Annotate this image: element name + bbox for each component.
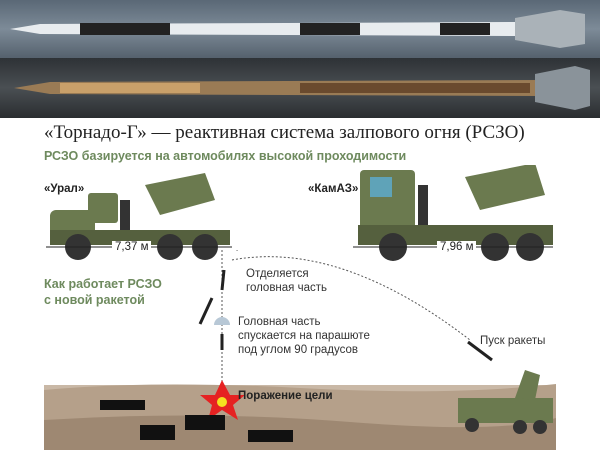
launch-label: Пуск ракеты [480,335,546,347]
rocket-exterior-icon [10,10,585,48]
how-line-1: Как работает РСЗО [44,277,162,291]
rocket-launch-icon [467,340,493,362]
impact-label: Поражение цели [238,390,333,402]
how-line-2: с новой ракетой [44,293,145,307]
parachute-line-2: спускается на парашюте [238,330,370,342]
rocket-cutaway-icon [14,66,590,110]
launcher-truck-icon [458,370,553,434]
vehicles-illustration [46,165,553,261]
truck-target-icon [185,415,225,430]
parachute-line-1: Головная часть [238,316,321,328]
separation-line-2: головная часть [246,282,327,294]
rocket-photo-cutaway [0,58,600,118]
kamaz-length: 7,96 м [437,241,477,253]
apc-icon [248,430,293,442]
parachute-label: Головная часть спускается на парашюте по… [238,315,370,357]
warhead-icon [220,269,226,291]
trajectory-path [231,256,471,341]
trajectory-illustration [44,250,556,450]
tank-icon [100,400,145,410]
ural-label: «Урал» [44,183,85,195]
rocket-photo-exterior [0,0,600,58]
separation-line-1: Отделяется [246,268,309,280]
armored-car-icon [140,425,175,440]
separation-label: Отделяется головная часть [246,267,327,295]
subtitle: РСЗО базируется на автомобилях высокой п… [44,149,407,163]
page-title: «Торнадо-Г» — реактивная система залпово… [44,122,525,143]
parachute-icon [214,317,230,325]
kamaz-label: «КамАЗ» [308,183,359,195]
how-it-works-heading: Как работает РСЗО с новой ракетой [44,276,162,308]
ural-length: 7,37 м [112,241,152,253]
parachute-line-3: под углом 90 градусов [238,344,358,356]
kamaz-truck-icon [358,165,553,261]
